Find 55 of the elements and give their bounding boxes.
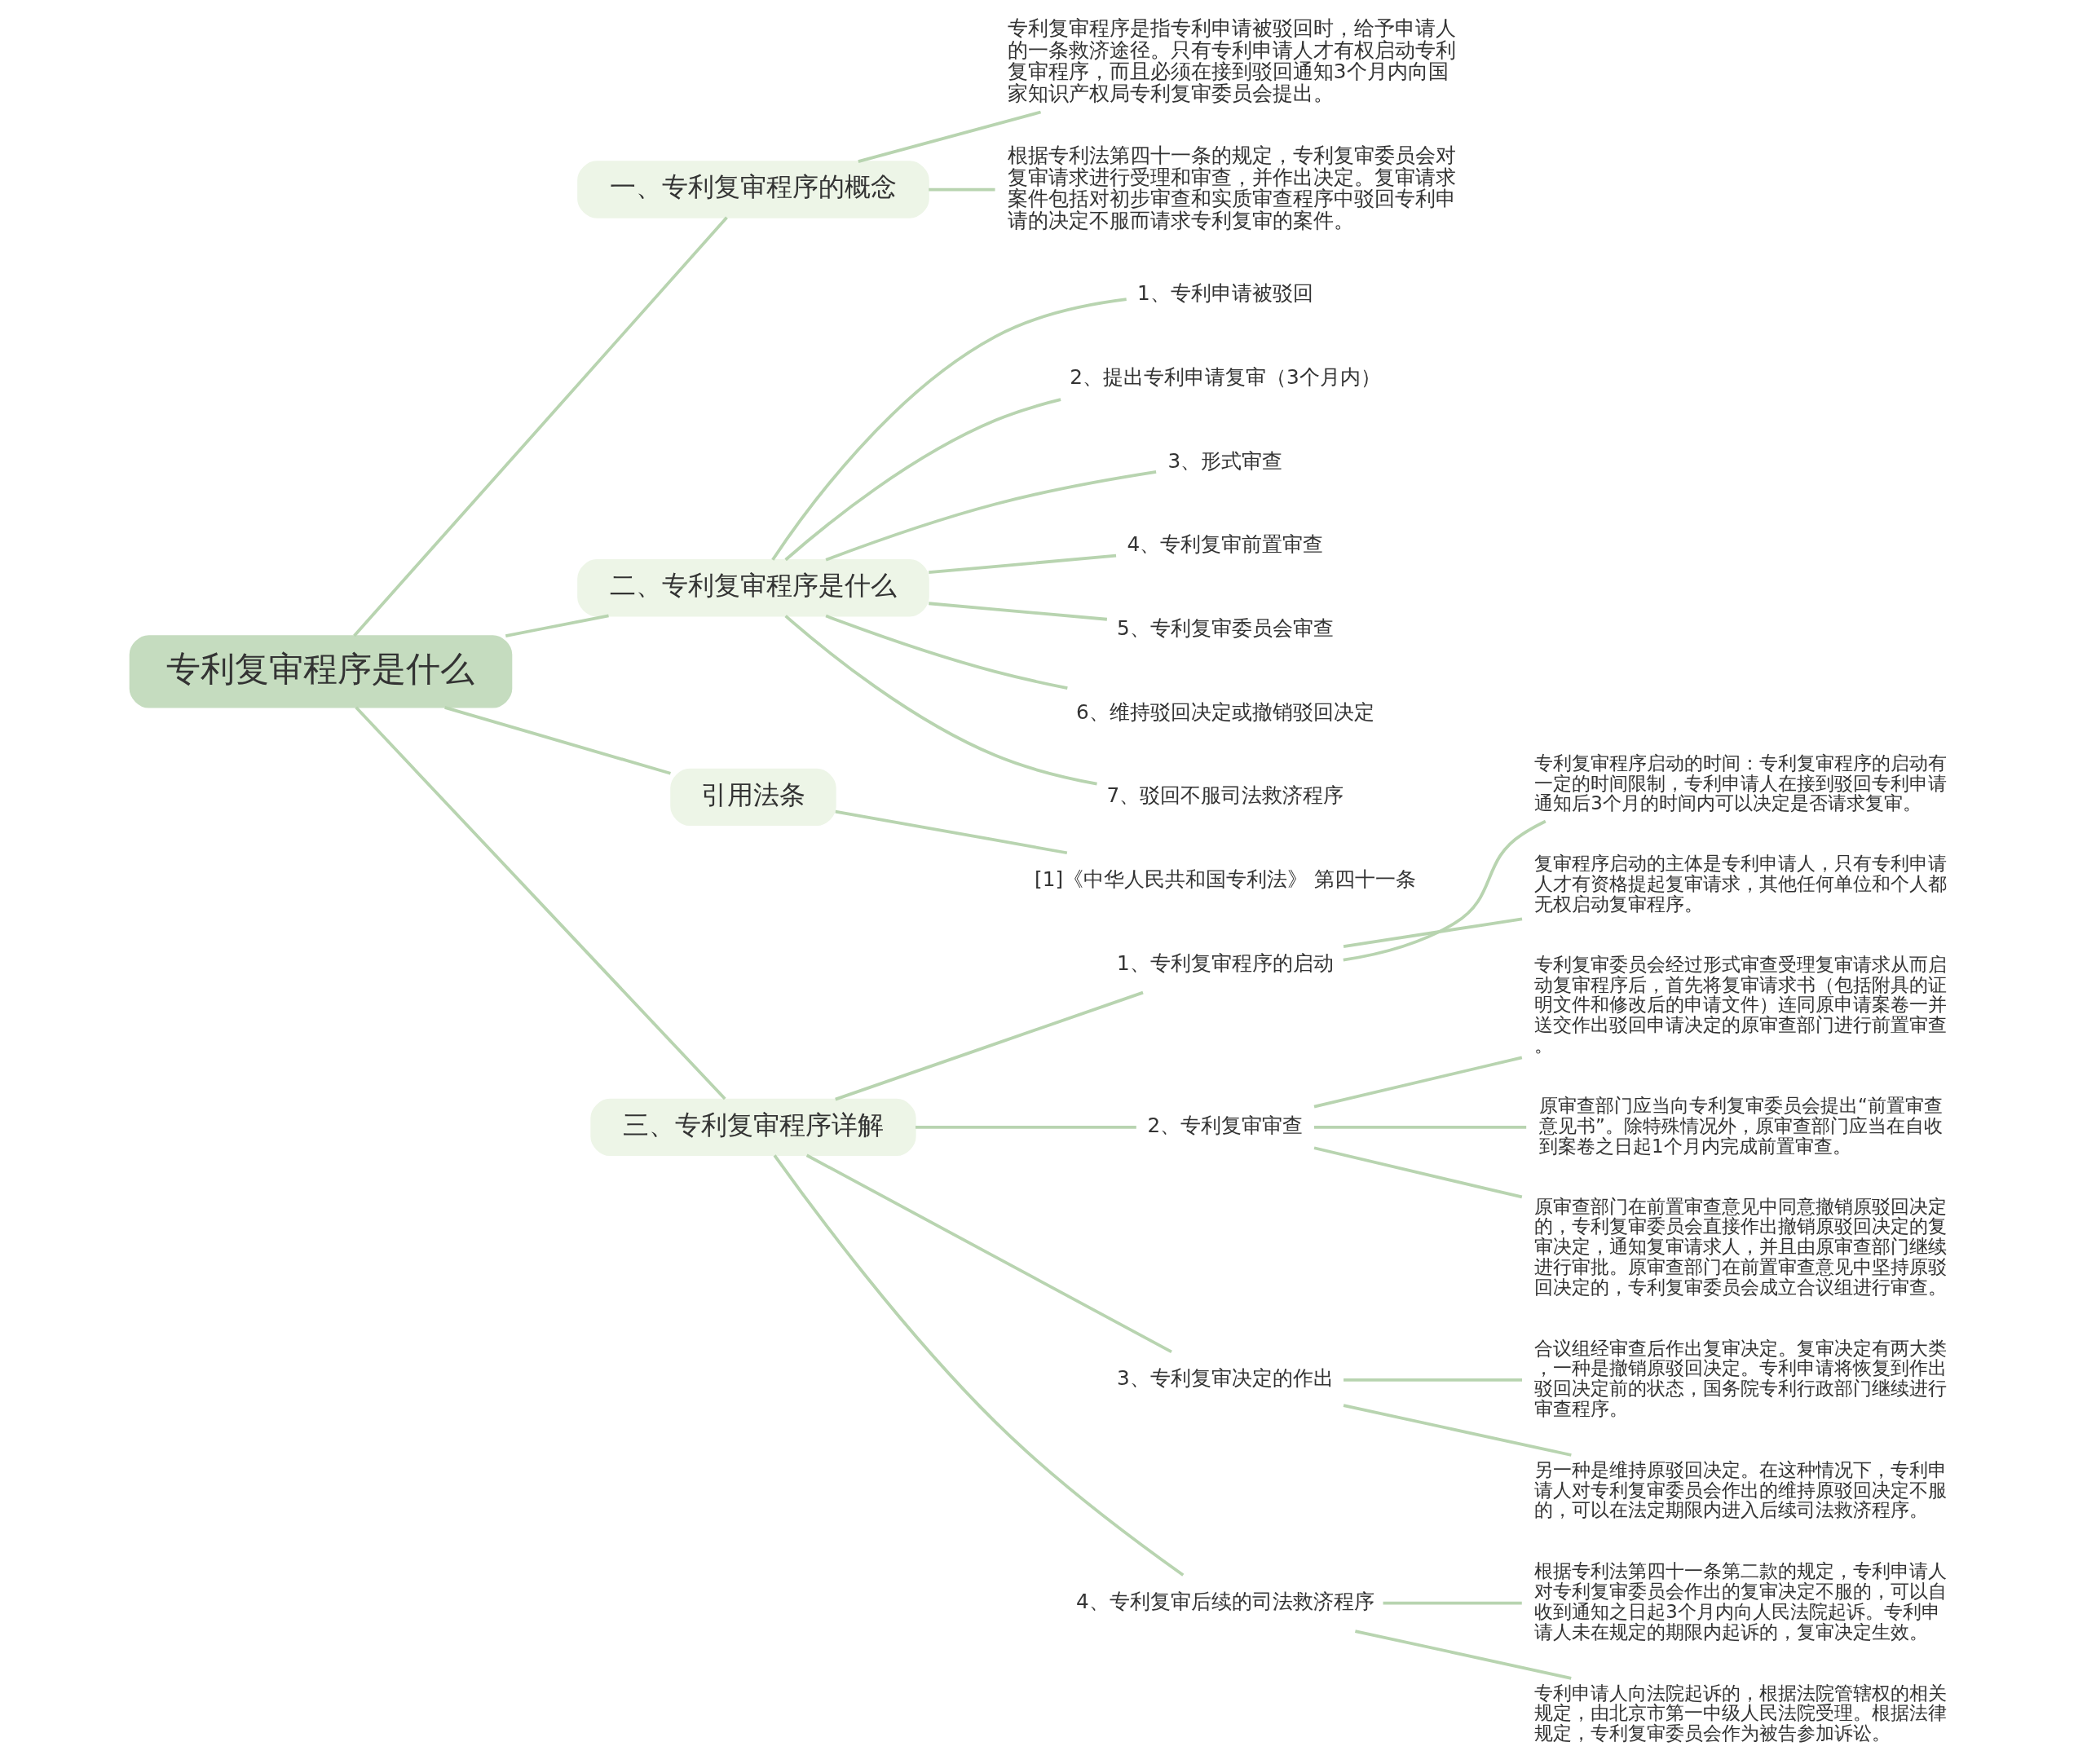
node-text: 专利复审程序是指专利申请被驳回时，给予申请人的一条救济途径。只有专利申请人才有权启动专利复审程序，而且必须在接到驳回通知3个月内向国家知识产权局专利复审委员会提出。 xyxy=(1007,16,1456,106)
connector xyxy=(352,216,728,637)
node-text: 1、专利申请被驳回 xyxy=(1136,281,1313,306)
connector xyxy=(1343,917,1522,948)
node-text: 5、专利复审委员会审查 xyxy=(1116,616,1334,641)
node-box: 三、专利复审程序详解 xyxy=(589,1098,916,1157)
connector xyxy=(928,602,1107,621)
node-text: 专利申请人向法院起诉的，根据法院管辖权的相关规定，由北京市第一中级人民法院受理。根据法律规定，专利复审委员会作为被告参加诉讼。 xyxy=(1533,1682,1947,1744)
connector xyxy=(443,705,671,775)
node-text: 4、专利复审后续的司法救济程序 xyxy=(1075,1590,1374,1614)
node-text: 3、专利复审决定的作出 xyxy=(1116,1366,1334,1391)
node-text: 根据专利法第四十一条第二款的规定，专利申请人对专利复审委员会作出的复审决定不服的，可以自收到通知之日起3个月内向人民法院起诉。专利申请人未在规定的期限内起诉的，复审决定生效。 xyxy=(1533,1560,1947,1643)
connector xyxy=(1342,819,1546,962)
connector xyxy=(773,1154,1184,1577)
node-text: [1]《中华人民共和国专利法》 第四十一条 xyxy=(1034,867,1416,892)
node-text: 专利复审程序启动的时间：专利复审程序的启动有一定的时间限制，专利申请人在接到驳回专利申请通知后3个月的时间内可以决定是否请求复审。 xyxy=(1533,752,1947,814)
node-text: 合议组经审查后作出复审决定。复审决定有两大类，一种是撤销原驳回决定。专利申请将恢复到作出驳回决定前的状态，国务院专利行政部门继续进行审查程序。 xyxy=(1533,1337,1947,1419)
node-text: 7、驳回不服司法救济程序 xyxy=(1106,783,1344,808)
connector xyxy=(824,470,1156,562)
connector xyxy=(805,1153,1172,1353)
node-text: 专利复审委员会经过形式审查受理复审请求从而启动复审程序后，首先将复审请求书（包括附具的证明文件和修改后的申请文件）连同原申请案卷一并送交作出驳回申请决定的原审查部门进行前置审查。 xyxy=(1533,954,1947,1056)
node-text: 4、专利复审前置审查 xyxy=(1127,532,1323,557)
connector xyxy=(770,298,1127,561)
node-text: 2、提出专利申请复审（3个月内） xyxy=(1069,364,1381,389)
connector xyxy=(1354,1629,1572,1680)
connector xyxy=(505,614,609,637)
node-text: 原审查部门应当向专利复审委员会提出“前置审查意见书”。除特殊情况外，原审查部门应当在自收到案卷之日起1个月内完成前置审查。 xyxy=(1538,1095,1943,1157)
connector xyxy=(857,110,1041,163)
connector xyxy=(1313,1146,1522,1199)
node-box: 引用法条 xyxy=(669,768,836,827)
connector xyxy=(1383,1601,1522,1605)
node-box: 一、专利复审程序的概念 xyxy=(576,161,929,218)
connector xyxy=(915,1126,1136,1129)
node-text: 根据专利法第四十一条的规定，专利复审委员会对复审请求进行受理和审查，并作出决定。复审请求案件包括对初步审查和实质审查程序中驳回专利申请的决定不服而请求专利复审的案件。 xyxy=(1007,143,1456,232)
connector xyxy=(928,553,1116,575)
node-text: 原审查部门在前置审查意见中同意撤销原驳回决定的，专利复审委员会直接作出撤销原驳回决定的复审决定，通知复审请求人，并且由原审查部门继续进行审批。原审查部门在前置审查意见中坚持原驳回决定的，专利复审委员会成立合议组进行审查。 xyxy=(1533,1195,1947,1298)
connector xyxy=(824,614,1068,690)
connector xyxy=(1313,1126,1526,1129)
node-box: 专利复审程序是什么 xyxy=(129,635,512,708)
node-text: 2、专利复审审查 xyxy=(1147,1114,1303,1138)
connector xyxy=(354,706,726,1100)
connector xyxy=(928,187,995,192)
connector xyxy=(783,615,1097,786)
node-box: 二、专利复审程序是什么 xyxy=(576,559,929,617)
connector xyxy=(1313,1056,1522,1109)
connector xyxy=(834,809,1067,855)
connector xyxy=(783,398,1061,562)
connector xyxy=(1343,1378,1522,1382)
connector xyxy=(1343,1404,1572,1457)
node-text: 另一种是维持原驳回决定。在这种情况下，专利申请人对专利复审委员会作出的维持原驳回决定不服的，可以在法定期限内进入后续司法救济程序。 xyxy=(1533,1458,1947,1521)
node-text: 1、专利复审程序的启动 xyxy=(1116,950,1334,975)
node-text: 复审程序启动的主体是专利申请人，只有专利申请人才有资格提起复审请求，其他任何单位和个人都无权启动复审程序。 xyxy=(1533,853,1947,915)
node-text: 3、形式审查 xyxy=(1167,448,1282,473)
node-text: 6、维持驳回决定或撤销驳回决定 xyxy=(1075,699,1374,724)
connector xyxy=(834,990,1144,1101)
